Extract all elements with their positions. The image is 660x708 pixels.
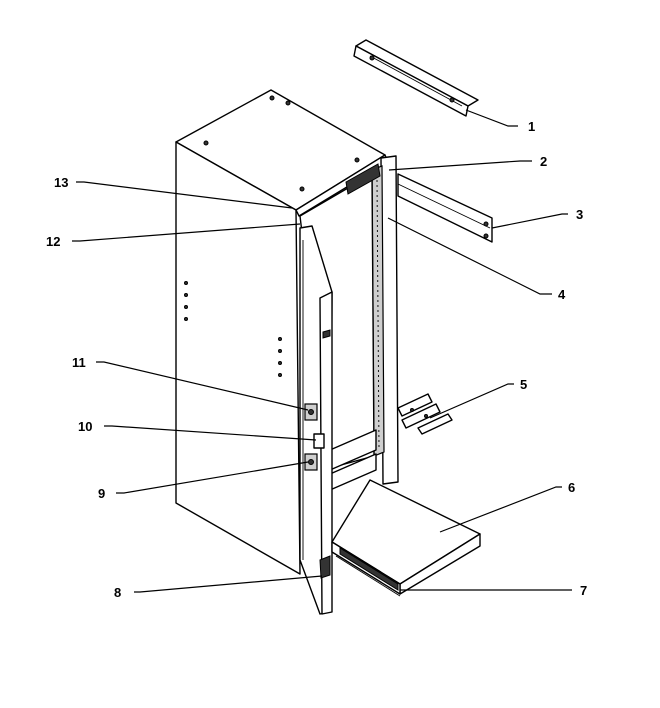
callout-2: 2 xyxy=(540,154,547,169)
part-3-side-bracket xyxy=(397,173,493,243)
callout-10: 10 xyxy=(78,419,92,434)
callout-12: 12 xyxy=(46,234,60,249)
part-5-shelf-clips xyxy=(397,393,453,435)
callout-labels: 1 2 3 4 5 6 7 8 9 10 11 12 13 xyxy=(46,119,587,600)
callout-8: 8 xyxy=(114,585,121,600)
cabinet-body xyxy=(175,89,399,575)
part-1-top-rail xyxy=(353,39,479,117)
leader-lines xyxy=(72,109,572,593)
part-7-tray-slide xyxy=(335,555,401,597)
callout-11: 11 xyxy=(72,355,86,370)
hinge-bracket xyxy=(313,433,325,449)
callout-5: 5 xyxy=(520,377,527,392)
callout-1: 1 xyxy=(528,119,535,134)
callout-9: 9 xyxy=(98,486,105,501)
hinge-upper xyxy=(304,403,318,421)
callout-6: 6 xyxy=(568,480,575,495)
callout-13: 13 xyxy=(54,175,68,190)
part-6-slide-out-tray xyxy=(331,479,481,595)
callout-7: 7 xyxy=(580,583,587,598)
callout-3: 3 xyxy=(576,207,583,222)
callout-4: 4 xyxy=(558,287,566,302)
